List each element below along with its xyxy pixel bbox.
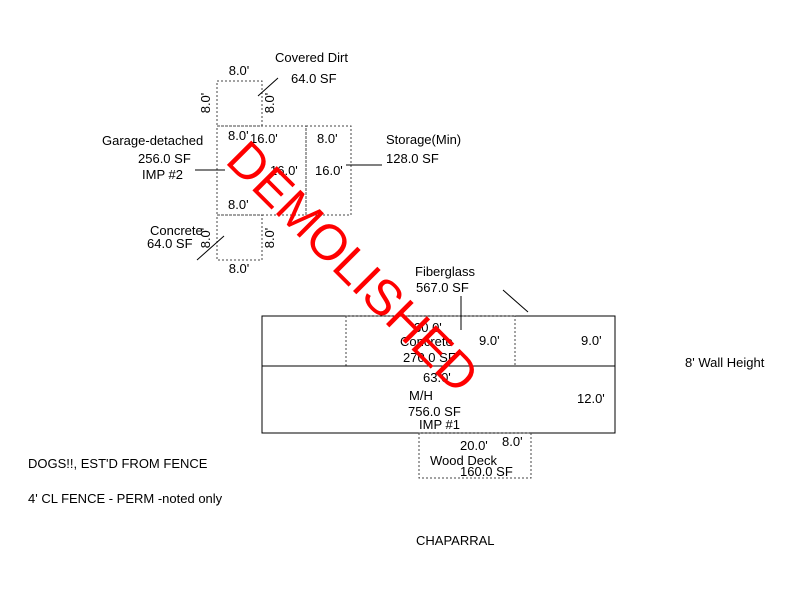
garage-dim-bottom: 8.0': [228, 197, 249, 212]
concrete-small-leader: [196, 235, 225, 261]
garage-dim-inner: 16.0': [270, 163, 298, 178]
garage-dim-side: 16.0': [250, 131, 278, 146]
storage-area: 128.0 SF: [386, 151, 439, 166]
storage-outline: [305, 125, 352, 216]
wood-deck-name: Wood Deck: [430, 453, 497, 468]
concrete-patio-dim-side: 9.0': [479, 333, 500, 348]
mh-name: M/H: [409, 388, 433, 403]
concrete-small-area: 64.0 SF: [147, 236, 193, 251]
street-label: CHAPARRAL: [416, 533, 495, 548]
wood-deck-area: 160.0 SF: [460, 464, 513, 479]
dogs-note: DOGS!!, EST'D FROM FENCE: [28, 456, 208, 471]
covered-dirt-area: 64.0 SF: [291, 71, 337, 86]
mh-outline: [261, 365, 616, 434]
covered-dirt-outline: [216, 80, 263, 127]
concrete-patio-outline: [345, 315, 516, 367]
wood-deck-outline: [418, 432, 532, 479]
mh-area: 756.0 SF: [408, 404, 461, 419]
concrete-small-outline: [216, 214, 263, 261]
covered-dirt-dim-left: 8.0': [198, 93, 213, 114]
concrete-patio-dim-top: 30.0': [414, 320, 442, 335]
concrete-patio-area: 270.0 SF: [403, 350, 456, 365]
concrete-small-dim-left: 8.0': [198, 228, 213, 249]
mh-dim-side: 12.0': [577, 391, 605, 406]
wood-deck-dim-side: 8.0': [502, 434, 523, 449]
garage-area: 256.0 SF: [138, 151, 191, 166]
concrete-small-dim-bottom: 8.0': [229, 261, 250, 276]
mh-dim-top: 63.0': [423, 370, 451, 385]
fiberglass-dim-right: 9.0': [581, 333, 602, 348]
covered-dirt-name: Covered Dirt: [275, 50, 348, 65]
fiberglass-leader: [502, 289, 529, 313]
covered-dirt-dim-top: 8.0': [229, 63, 250, 78]
garage-name: Garage-detached: [102, 133, 203, 148]
garage-outline: [216, 125, 307, 216]
fence-note: 4' CL FENCE - PERM -noted only: [28, 491, 223, 506]
storage-dim-side: 16.0': [315, 163, 343, 178]
concrete-small-name: Concrete: [150, 223, 203, 238]
wall-height-note: 8' Wall Height: [685, 355, 765, 370]
fiberglass-name: Fiberglass: [415, 264, 475, 279]
storage-dim-top: 8.0': [317, 131, 338, 146]
covered-dirt-dim-right: 8.0': [262, 93, 277, 114]
storage-name: Storage(Min): [386, 132, 461, 147]
concrete-small-dim-right: 8.0': [262, 228, 277, 249]
mh-imp: IMP #1: [419, 417, 460, 432]
garage-imp: IMP #2: [142, 167, 183, 182]
wood-deck-dim-top: 20.0': [460, 438, 488, 453]
fiberglass-area: 567.0 SF: [416, 280, 469, 295]
garage-dim-top: 8.0': [228, 128, 249, 143]
covered-dirt-leader: [257, 77, 279, 97]
concrete-patio-name: Concrete: [400, 334, 453, 349]
